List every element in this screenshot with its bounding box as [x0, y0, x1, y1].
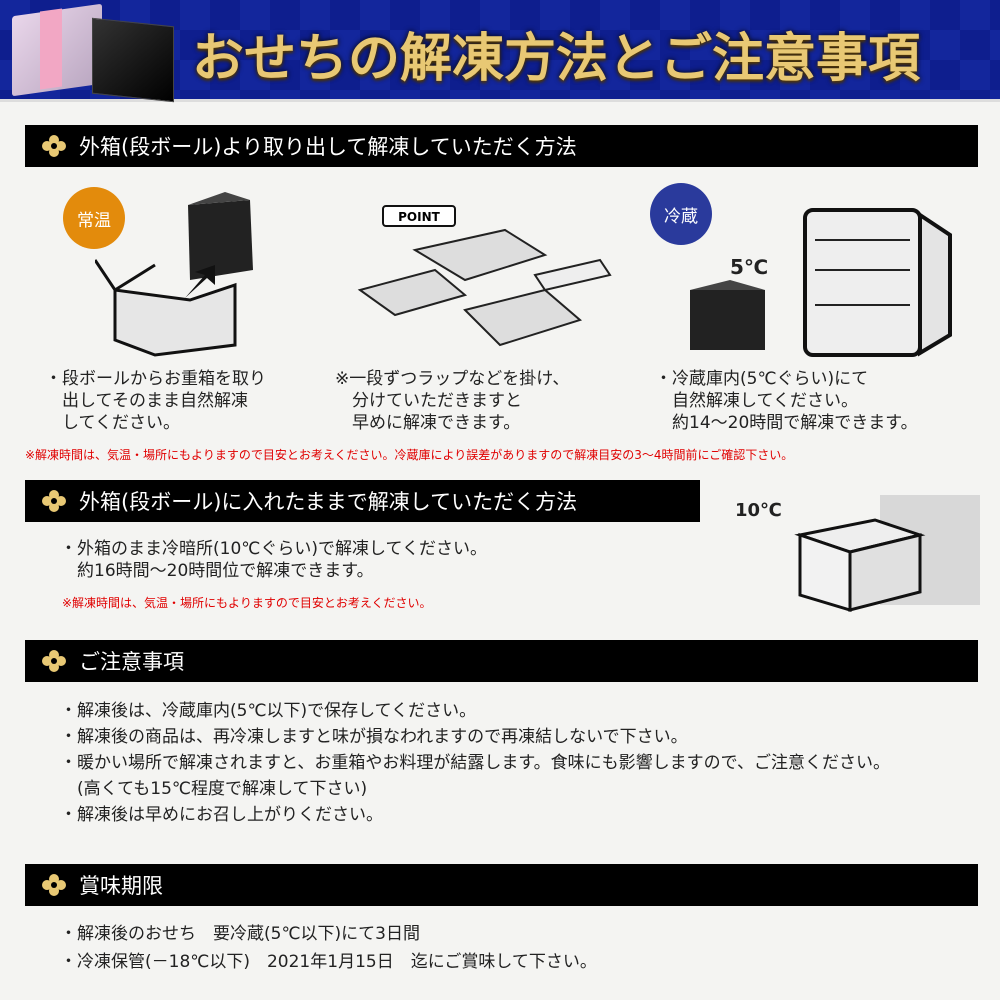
- fridge-instructions: ・冷蔵庫内(5℃ぐらい)にて 自然解凍してください。 約14～20時間で解凍でき…: [655, 369, 918, 433]
- ribbon-image: [40, 8, 62, 90]
- refrigerated-badge: 冷蔵: [650, 183, 712, 245]
- in-box-note: ※解凍時間は、気温・場所にもよりますので目安とお考えください。: [62, 596, 432, 610]
- section-title: ご注意事項: [79, 650, 184, 674]
- jubako-box-image: [92, 17, 174, 103]
- page-title: おせちの解凍方法とご注意事項: [192, 28, 921, 89]
- precautions-list: ・解凍後は、冷蔵庫内(5℃以下)で保存してください。 ・解凍後の商品は、再冷凍し…: [60, 701, 890, 825]
- thaw-time-note: ※解凍時間は、気温・場所にもよりますので目安とお考えください。冷蔵庫により誤差が…: [25, 448, 794, 462]
- box-in-cool-place-illustration: [794, 495, 980, 613]
- in-box-instructions: ・外箱のまま冷暗所(10℃ぐらい)で解凍してください。 約16時間～20時間位で…: [60, 539, 487, 581]
- section-title: 外箱(段ボール)より取り出して解凍していただく方法: [79, 135, 577, 159]
- crest-icon: [39, 874, 69, 896]
- crest-icon: [39, 650, 69, 672]
- box-unpacking-illustration: [95, 192, 253, 357]
- point-label: POINT: [398, 210, 441, 224]
- header-banner: おせちの解凍方法とご注意事項: [0, 0, 1000, 103]
- section-header-1: 外箱(段ボール)より取り出して解凍していただく方法: [25, 125, 978, 167]
- refrigerator-illustration: [690, 208, 952, 357]
- fridge-temp-label: 5℃: [730, 255, 769, 279]
- cool-dark-temp-label: 10℃: [735, 500, 782, 521]
- room-temp-instructions: ・段ボールからお重箱を取り 出してそのまま自然解凍 してください。: [45, 369, 266, 433]
- expiry-info: ・解凍後のおせち 要冷蔵(5℃以下)にて3日間 ・冷凍保管(－18℃以下) 20…: [60, 924, 597, 972]
- section-header-3: ご注意事項: [25, 640, 978, 682]
- crest-icon: [39, 135, 69, 157]
- crest-icon: [39, 490, 69, 512]
- section-header-4: 賞味期限: [25, 864, 978, 906]
- section-header-2: 外箱(段ボール)に入れたままで解凍していただく方法: [25, 480, 700, 522]
- point-instructions: ※一段ずつラップなどを掛け、 分けていただきますと 早めに解凍できます。: [335, 369, 570, 433]
- wrapped-trays-illustration: POINT: [357, 205, 612, 347]
- section-title: 外箱(段ボール)に入れたままで解凍していただく方法: [79, 490, 578, 514]
- room-temp-badge: 常温: [63, 187, 125, 249]
- section-title: 賞味期限: [79, 874, 163, 898]
